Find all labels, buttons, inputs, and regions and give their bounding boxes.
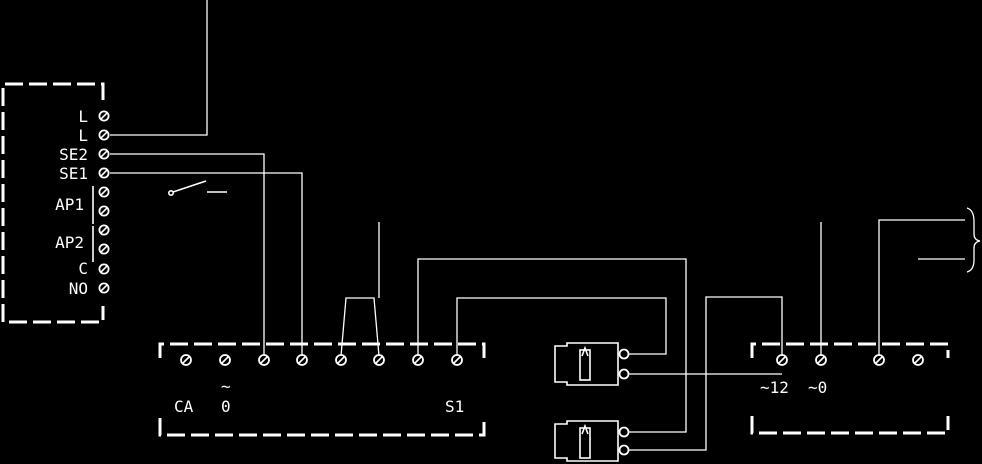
terminal-screw	[98, 148, 110, 160]
terminal-screw	[98, 282, 110, 294]
terminal-label-se2: SE2	[59, 145, 88, 164]
lower-block-label-ca: CA	[174, 397, 194, 416]
switch-symbol	[168, 180, 227, 197]
terminal-screw	[776, 354, 788, 366]
terminal-screw	[98, 167, 110, 179]
terminal-label-c: C	[78, 259, 88, 278]
terminal-screw	[98, 243, 110, 255]
terminal-screw	[873, 354, 885, 366]
control-unit-enclosure	[1, 82, 105, 324]
control-unit-terminal-labels: L L SE2 SE1 AP1 AP2 C NO	[55, 107, 88, 298]
terminal-label-no: NO	[69, 279, 88, 298]
control-unit-terminals	[98, 110, 110, 294]
wires	[110, 0, 981, 451]
terminal-screw	[98, 224, 110, 236]
terminal-label-l2: L	[78, 126, 88, 145]
terminal-screw	[98, 129, 110, 141]
right-terminal-block: ~12 ~0	[750, 342, 950, 435]
terminal-screw	[296, 354, 308, 366]
terminal-label-l1: L	[78, 107, 88, 126]
terminal-screw	[815, 354, 827, 366]
terminal-screw	[98, 110, 110, 122]
terminal-screw	[258, 354, 270, 366]
upper-device	[554, 342, 630, 386]
right-block-label-0v: ~0	[808, 378, 827, 397]
lower-block-label-zero: 0	[221, 397, 231, 416]
lower-block-label-s1: S1	[445, 397, 464, 416]
terminal-screw	[412, 354, 424, 366]
terminal-screw	[373, 354, 385, 366]
lower-device	[554, 420, 630, 462]
terminal-screw	[219, 354, 231, 366]
terminal-label-ap1: AP1	[55, 195, 84, 214]
terminal-screw	[98, 186, 110, 198]
terminal-screw	[98, 205, 110, 217]
lower-terminal-block: CA ~ 0 S1	[158, 342, 486, 437]
terminal-screw	[451, 354, 463, 366]
terminal-screw	[180, 354, 192, 366]
terminal-screw	[98, 263, 110, 275]
terminal-screw	[912, 354, 924, 366]
right-block-label-12v: ~12	[760, 378, 789, 397]
terminal-label-ap2: AP2	[55, 233, 84, 252]
terminal-screw	[335, 354, 347, 366]
terminal-label-se1: SE1	[59, 164, 88, 183]
lower-block-label-tilde: ~	[221, 377, 231, 396]
